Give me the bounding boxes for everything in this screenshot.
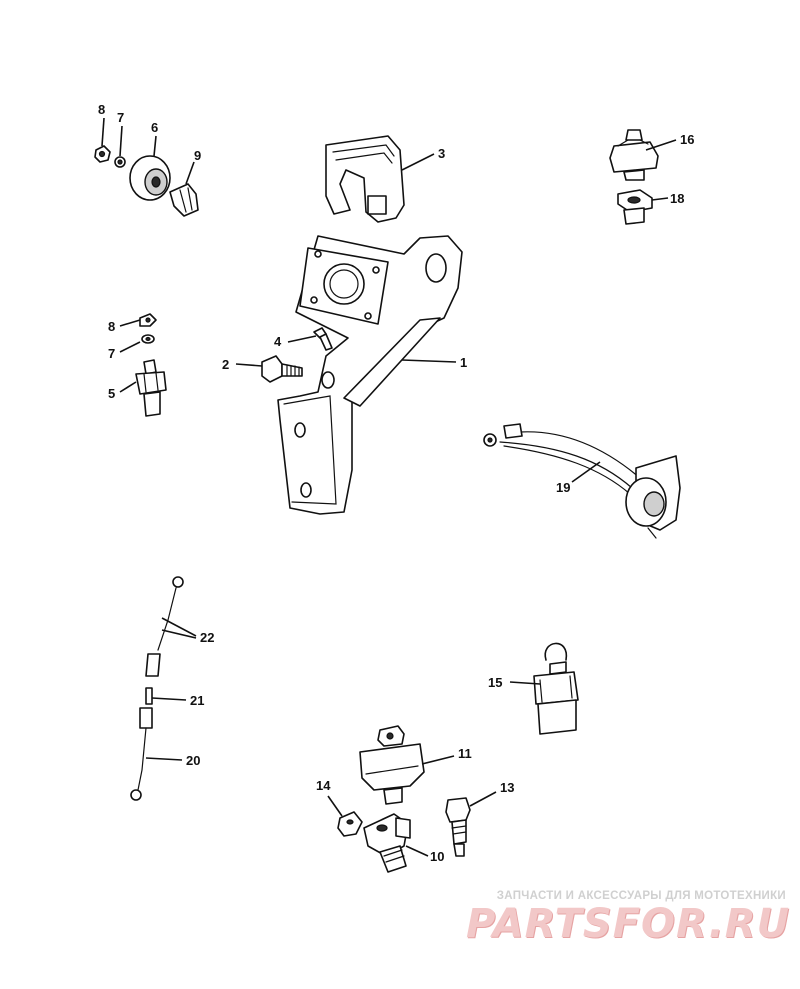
- callout-4: 4: [274, 334, 282, 349]
- part-18-adapter: [617, 189, 653, 225]
- part-20-lead: [130, 707, 153, 801]
- part-7-washer-upper: [114, 156, 126, 168]
- watermark: ЗАПЧАСТИ И АКСЕССУАРЫ ДЛЯ МОТОТЕХНИКИ PA…: [466, 890, 791, 947]
- part-6-sender-upper: [129, 155, 171, 201]
- callout-9: 9: [194, 148, 201, 163]
- leader-lines: [101, 117, 677, 857]
- callout-3: 3: [438, 146, 445, 161]
- callout-16: 16: [680, 132, 694, 147]
- callout-8-left: 8: [108, 319, 115, 334]
- callout-19: 19: [556, 480, 570, 495]
- callout-1: 1: [460, 355, 467, 370]
- part-19-harness: [483, 423, 681, 539]
- part-3-cover: [325, 135, 405, 223]
- callout-5: 5: [108, 386, 115, 401]
- callout-7-left: 7: [108, 346, 115, 361]
- part-5-sender-left: [135, 359, 167, 417]
- watermark-logo: PARTSFOR.RU: [466, 901, 791, 947]
- part-14-plug: [337, 811, 363, 837]
- callout-15: 15: [488, 675, 502, 690]
- callout-21: 21: [190, 693, 204, 708]
- watermark-tagline: ЗАПЧАСТИ И АКСЕССУАРЫ ДЛЯ МОТОТЕХНИКИ: [496, 890, 786, 902]
- callout-6: 6: [151, 120, 158, 135]
- part-7-washer-left: [141, 334, 155, 344]
- part-2-bolt: [261, 355, 303, 383]
- callout-10: 10: [430, 849, 444, 864]
- callout-2: 2: [222, 357, 229, 372]
- part-11-pressure-switch: [359, 725, 425, 805]
- callout-13: 13: [500, 780, 514, 795]
- part-8-nut-left: [139, 313, 157, 327]
- callouts: 8 7 6 9 3 16 18 8 7 5 2 4 1 19 22 21 20 …: [98, 102, 694, 864]
- callout-18: 18: [670, 191, 684, 206]
- callout-14: 14: [316, 778, 331, 793]
- part-21-pin: [145, 687, 153, 705]
- part-9-fitting-upper: [169, 183, 199, 217]
- part-16-sender: [609, 129, 659, 181]
- part-15-switch: [533, 642, 579, 735]
- callout-20: 20: [186, 753, 200, 768]
- part-8-nut-upper: [94, 145, 111, 163]
- callout-7-upper: 7: [117, 110, 124, 125]
- callout-11: 11: [458, 746, 472, 761]
- part-22-lead: [145, 576, 184, 677]
- part-13-fitting: [445, 797, 471, 857]
- callout-22: 22: [200, 630, 214, 645]
- part-4-screw: [313, 327, 333, 351]
- part-1-bracket: [277, 235, 463, 515]
- part-10-tee: [363, 813, 411, 873]
- callout-8-upper: 8: [98, 102, 105, 117]
